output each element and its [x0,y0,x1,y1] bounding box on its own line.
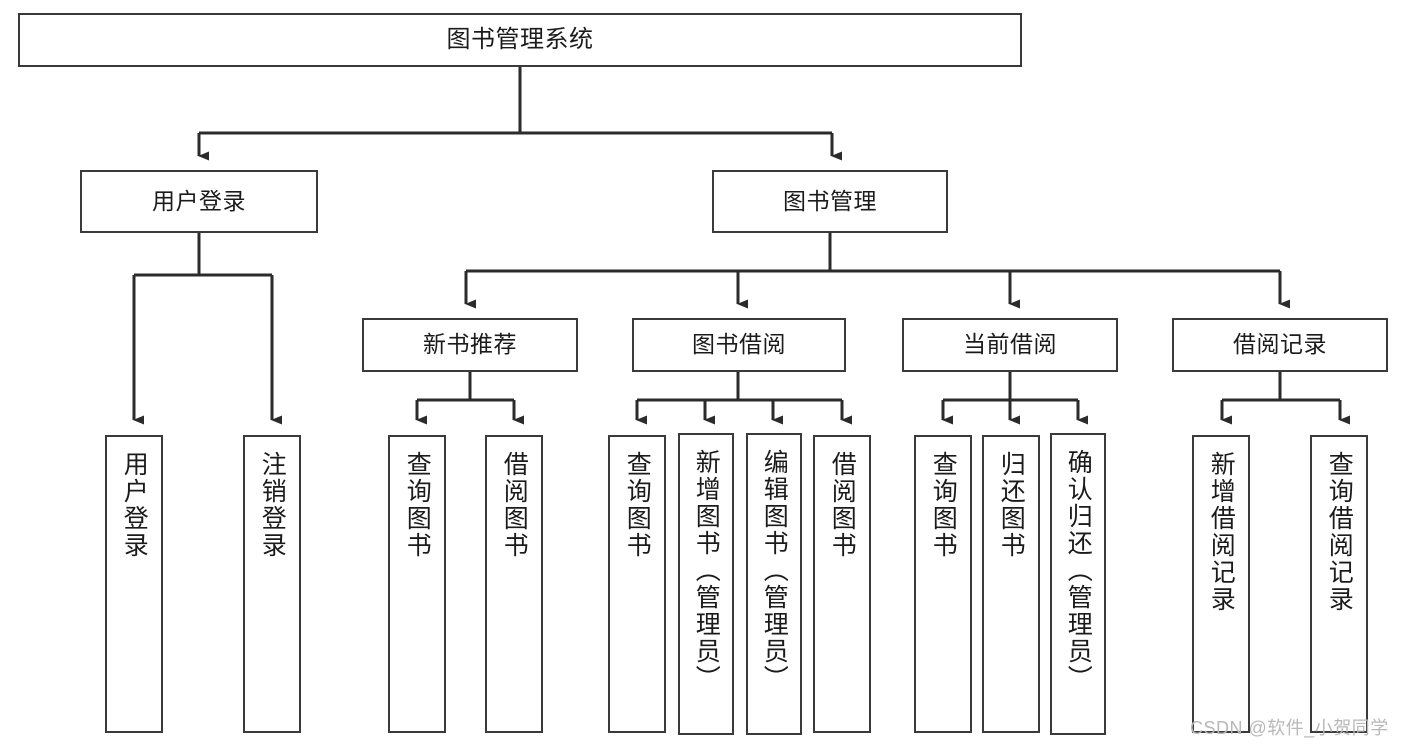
node-label: 用户登录 [120,451,149,559]
leaf-current-borrow-return-book[interactable]: 归还图书 [982,435,1040,733]
node-label: 确认归还（管理员） [1064,449,1093,692]
node-label: 借阅图书 [500,451,529,559]
node-new-book-recommend[interactable]: 新书推荐 [362,318,578,372]
node-current-borrow[interactable]: 当前借阅 [902,318,1118,372]
node-label: 新书推荐 [423,331,517,358]
leaf-new-book-query-book[interactable]: 查询图书 [388,435,446,733]
node-label: 图书管理 [783,187,877,214]
node-book-borrow[interactable]: 图书借阅 [632,318,846,372]
node-label: 借阅图书 [828,451,857,559]
node-label: 图书管理系统 [446,25,594,53]
node-label: 新增图书（管理员） [692,449,721,692]
node-label: 新增借阅记录 [1207,451,1236,613]
leaf-book-borrow-query-book[interactable]: 查询图书 [608,435,666,733]
leaf-book-borrow-edit-book-admin[interactable]: 编辑图书（管理员） [746,433,802,735]
node-label: 编辑图书（管理员） [760,449,789,692]
leaf-user-login-login[interactable]: 用户登录 [105,435,163,733]
leaf-book-borrow-add-book-admin[interactable]: 新增图书（管理员） [678,433,734,735]
node-label: 查询图书 [929,451,958,559]
node-label: 当前借阅 [963,331,1057,358]
leaf-user-login-logout[interactable]: 注销登录 [243,435,301,733]
node-root-system[interactable]: 图书管理系统 [18,13,1022,67]
node-label: 借阅记录 [1233,331,1327,358]
node-label: 图书借阅 [692,331,786,358]
node-label: 查询图书 [403,451,432,559]
leaf-book-borrow-borrow-book[interactable]: 借阅图书 [813,435,871,733]
node-label: 用户登录 [152,187,246,214]
node-user-login[interactable]: 用户登录 [80,170,318,233]
node-label: 归还图书 [997,451,1026,559]
node-book-management[interactable]: 图书管理 [712,170,948,233]
node-label: 查询图书 [623,451,652,559]
leaf-current-borrow-query-book[interactable]: 查询图书 [914,435,972,733]
leaf-borrow-record-query-record[interactable]: 查询借阅记录 [1310,435,1368,733]
leaf-new-book-borrow-book[interactable]: 借阅图书 [485,435,543,733]
node-label: 注销登录 [258,451,287,559]
leaf-current-borrow-confirm-return-admin[interactable]: 确认归还（管理员） [1050,433,1106,735]
node-borrow-record[interactable]: 借阅记录 [1172,318,1388,372]
leaf-borrow-record-add-record[interactable]: 新增借阅记录 [1192,435,1250,733]
node-label: 查询借阅记录 [1325,451,1354,613]
